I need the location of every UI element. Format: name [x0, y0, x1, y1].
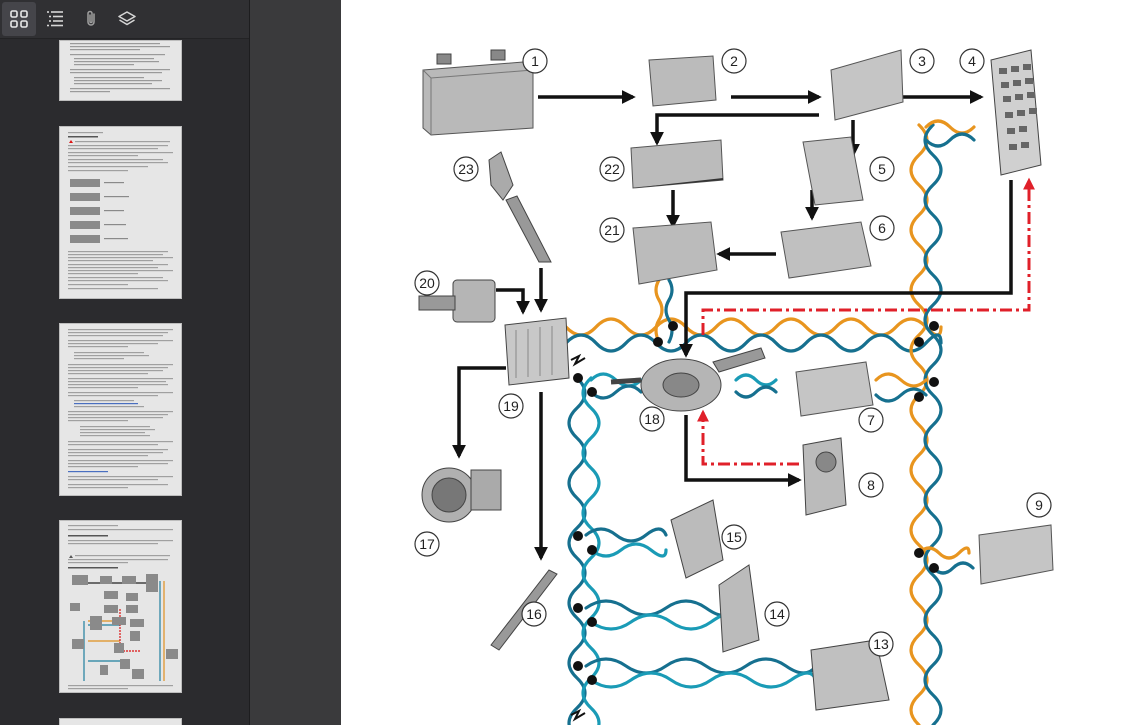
callout-number: 9 [1035, 497, 1043, 513]
battery-component [422, 49, 534, 136]
paperclip-icon [87, 10, 95, 26]
callout-number: 6 [878, 220, 886, 236]
page-thumbnail[interactable] [59, 323, 182, 496]
callout-number: 19 [503, 398, 519, 414]
clockspring-18 [610, 347, 766, 412]
ecm-19 [504, 317, 570, 386]
callout-number: 23 [458, 161, 474, 177]
callout-circle [1026, 492, 1052, 518]
callout-number: 17 [419, 536, 435, 552]
page-preview [70, 43, 170, 93]
callout-circle [521, 601, 547, 627]
callout-number: 4 [968, 53, 976, 69]
callout-circle [453, 156, 479, 182]
callout-number: 20 [419, 275, 435, 291]
callout-number: 18 [644, 411, 660, 427]
module-3 [830, 49, 904, 121]
callout-circle [959, 48, 985, 74]
switch-8 [802, 437, 847, 516]
callout-circle [721, 48, 747, 74]
page-thumbnail[interactable] [59, 40, 182, 101]
attachments-view-button[interactable] [74, 2, 108, 36]
callout-circle [869, 156, 895, 182]
sidebar-toolbar [0, 0, 249, 39]
outline-view-button[interactable] [38, 2, 72, 36]
callout-circle [721, 524, 747, 550]
callout-circle [599, 156, 625, 182]
callout-circle [639, 406, 665, 432]
can-bus-lines [564, 119, 976, 725]
accelerator-pedal-23 [488, 151, 552, 263]
callout-circle [909, 48, 935, 74]
module-13 [810, 639, 890, 711]
sensor-20 [418, 279, 496, 323]
callout-number: 1 [531, 53, 539, 69]
page-preview [68, 132, 173, 290]
callout-number: 2 [730, 53, 738, 69]
callout-number: 8 [867, 477, 875, 493]
layers-view-button[interactable] [110, 2, 144, 36]
fuse-box-4 [990, 49, 1042, 176]
callout-circle [414, 531, 440, 557]
callout-circle [858, 407, 884, 433]
list-icon [47, 11, 63, 27]
callout-circle [599, 217, 625, 243]
callout-number: 22 [604, 161, 620, 177]
callout-number: 3 [918, 53, 926, 69]
callout-number: 14 [769, 606, 785, 622]
page-thumbnail[interactable] [59, 718, 182, 725]
callout-circle [522, 48, 548, 74]
page-thumbnail[interactable] [59, 520, 182, 693]
layers-icon [118, 11, 136, 26]
callout-number: 21 [604, 222, 620, 238]
component-14 [718, 564, 760, 653]
module-6 [780, 221, 872, 279]
sidebar [0, 0, 250, 725]
callout-number: 13 [873, 636, 889, 652]
page-preview [68, 329, 173, 489]
junction-dots [573, 321, 939, 685]
module-21 [632, 221, 718, 285]
component-15 [670, 499, 724, 579]
callout-circle [498, 393, 524, 419]
thumbnails-view-button[interactable] [2, 2, 36, 36]
module-5 [802, 136, 864, 206]
viewer-background [250, 0, 341, 725]
module-2 [648, 55, 717, 107]
callout-circle [858, 472, 884, 498]
callout-number: 15 [726, 529, 742, 545]
throttle-body-17 [421, 467, 502, 523]
components [418, 49, 1054, 722]
callout-circle [414, 270, 440, 296]
callout-number: 5 [878, 161, 886, 177]
callout-number: 16 [526, 606, 542, 622]
callout-circle [869, 215, 895, 241]
grid-icon [10, 10, 28, 28]
module-9 [978, 524, 1054, 585]
callout-circle [764, 601, 790, 627]
diagnostic-lines [697, 177, 1035, 466]
callout-circle [868, 631, 894, 657]
callout-number: 7 [867, 412, 875, 428]
page-thumbnail[interactable] [59, 126, 182, 299]
signal-arrows [452, 90, 1013, 561]
module-7 [795, 361, 874, 417]
page-preview [68, 525, 178, 690]
